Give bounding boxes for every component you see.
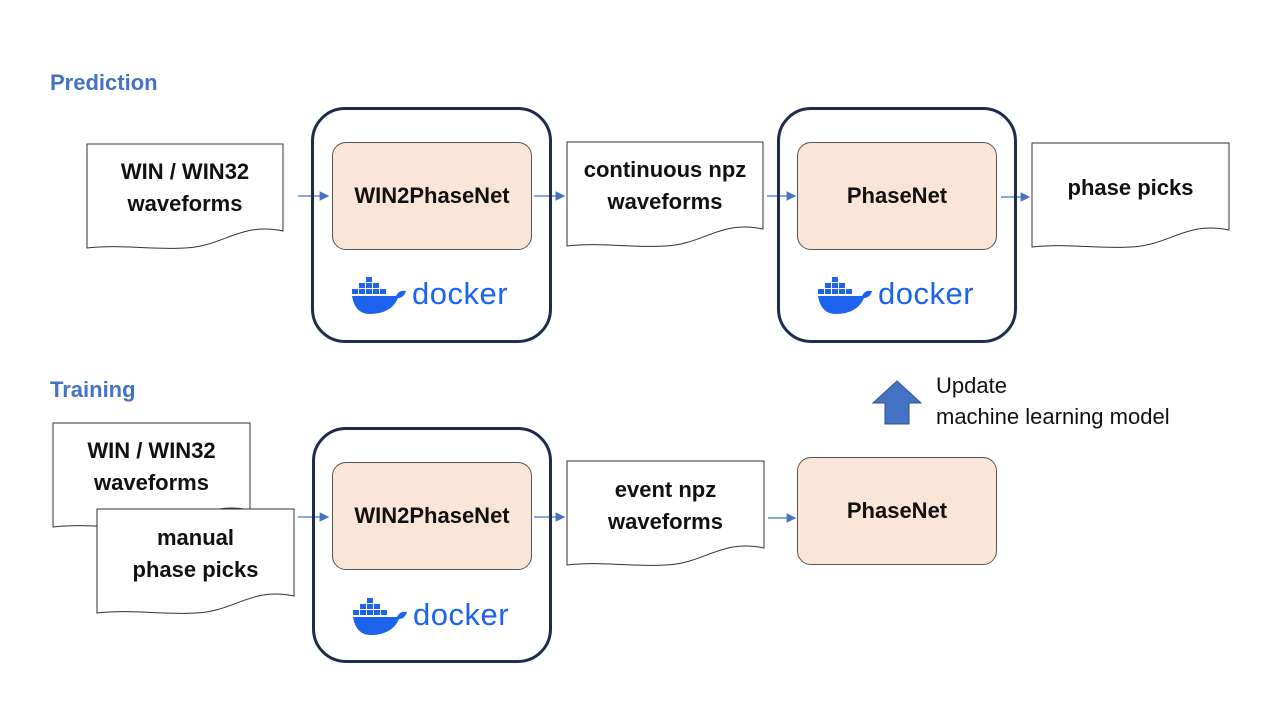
docker-whale-icon [352,277,406,314]
docker-wordmark: docker [878,276,975,311]
training-input-document2: manual phase picks [97,522,294,586]
prediction-input-line1: WIN / WIN32 [120,159,250,184]
training-win2phasenet-container [312,427,552,663]
training-input-document1: WIN / WIN32 waveforms [53,435,250,499]
training-section-label: Training [50,377,136,402]
training-mid-line2: waveforms [608,509,723,534]
prediction-mid-line2: waveforms [607,189,723,214]
prediction-phasenet-box: PhaseNet [797,142,997,250]
update-note: Update machine learning model [936,370,1170,432]
prediction-docker-logo-2: docker [818,276,978,316]
training-win2phasenet-box: WIN2PhaseNet [332,462,532,570]
docker-whale-icon [818,277,872,314]
prediction-output-document: phase picks [1067,175,1194,200]
training-mid-document-shape [566,460,765,566]
update-note-line2: machine learning model [936,404,1170,429]
prediction-win2phasenet-box: WIN2PhaseNet [332,142,532,250]
prediction-docker-logo-1: docker [352,276,512,316]
training-mid-line1: event npz [614,477,717,502]
docker-whale-icon [353,598,407,635]
update-note-line1: Update [936,373,1007,398]
prediction-input-document: WIN / WIN32 waveforms [87,156,283,220]
prediction-input-line2: waveforms [127,191,243,216]
update-arrow-icon [871,380,923,425]
prediction-mid-document-shape [566,141,764,247]
prediction-section-label: Prediction [50,70,158,95]
prediction-mid-line1: continuous npz [583,157,747,182]
training-input-document2-shape [96,508,295,614]
prediction-mid-document: continuous npz waveforms [567,154,763,218]
prediction-output-document-shape [1031,142,1230,248]
training-phasenet-box: PhaseNet [797,457,997,565]
training-docker-logo: docker [353,597,513,637]
prediction-phasenet-container [777,107,1017,343]
training-mid-document: event npz waveforms [567,474,764,538]
prediction-input-document-shape [86,143,284,249]
docker-wordmark: docker [413,597,510,632]
training-input1-line2: waveforms [94,470,209,495]
training-input2-line1: manual [156,525,235,550]
training-input1-line1: WIN / WIN32 [87,438,216,463]
prediction-win2phasenet-container [311,107,552,343]
training-input2-line2: phase picks [132,557,259,582]
docker-wordmark: docker [412,276,509,311]
